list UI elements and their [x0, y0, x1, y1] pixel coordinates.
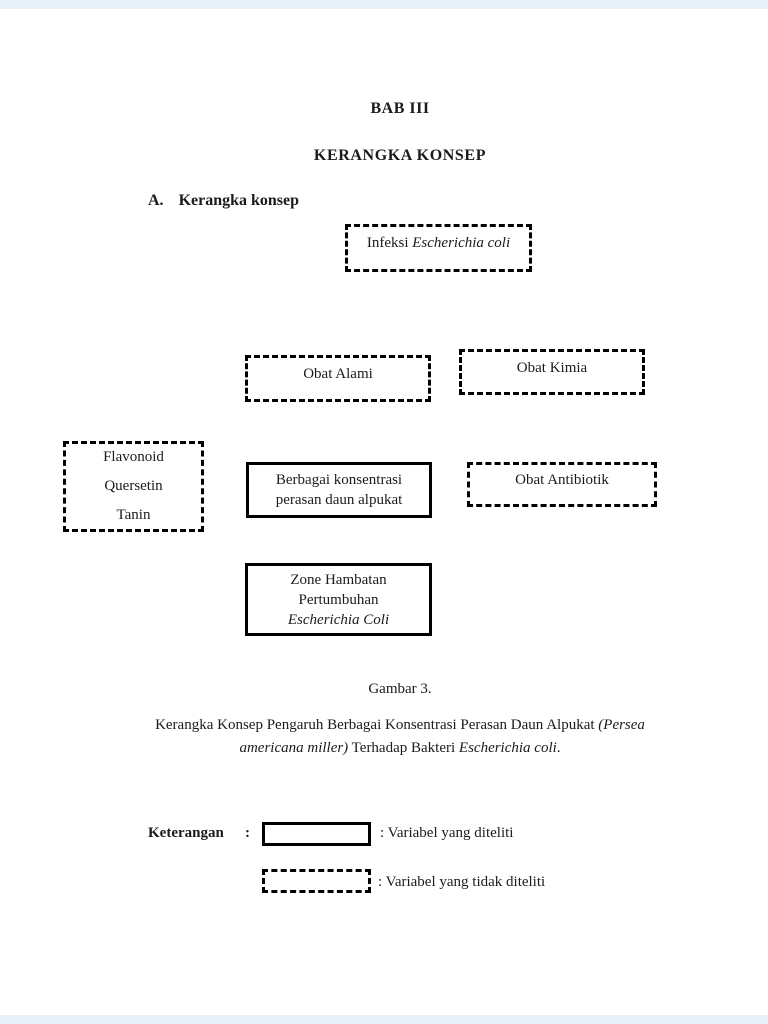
- page-edge-bottom-strip: [0, 1015, 768, 1024]
- infeksi-escherichia-coli-box: Infeksi Escherichia coli: [345, 224, 532, 272]
- solid-box-swatch: [262, 822, 371, 846]
- legend-label: Keterangan: [148, 825, 224, 841]
- obat-kimia-box: Obat Kimia: [459, 349, 645, 395]
- obat-alami-box: Obat Alami: [245, 355, 431, 402]
- obat-antibiotik-box: Obat Antibiotik: [467, 462, 657, 507]
- figure-caption: Kerangka Konsep Pengaruh Berbagai Konsen…: [155, 717, 645, 756]
- legend-colon: :: [245, 825, 250, 841]
- legend-item-diteliti: : Variabel yang diteliti: [380, 825, 514, 841]
- section-title: Kerangka konsep: [178, 192, 300, 209]
- dashed-box-swatch: [262, 869, 371, 893]
- legend-item-tidak-diteliti: : Variabel yang tidak diteliti: [378, 874, 546, 890]
- figure-label: Gambar 3.: [368, 681, 432, 697]
- chapter-title: BAB III: [370, 100, 430, 117]
- section-heading: A. Kerangka konsep: [148, 192, 299, 210]
- page-title: KERANGKA KONSEP: [313, 147, 487, 164]
- section-label: A.: [148, 192, 164, 209]
- page-edge-top-strip: [0, 0, 768, 9]
